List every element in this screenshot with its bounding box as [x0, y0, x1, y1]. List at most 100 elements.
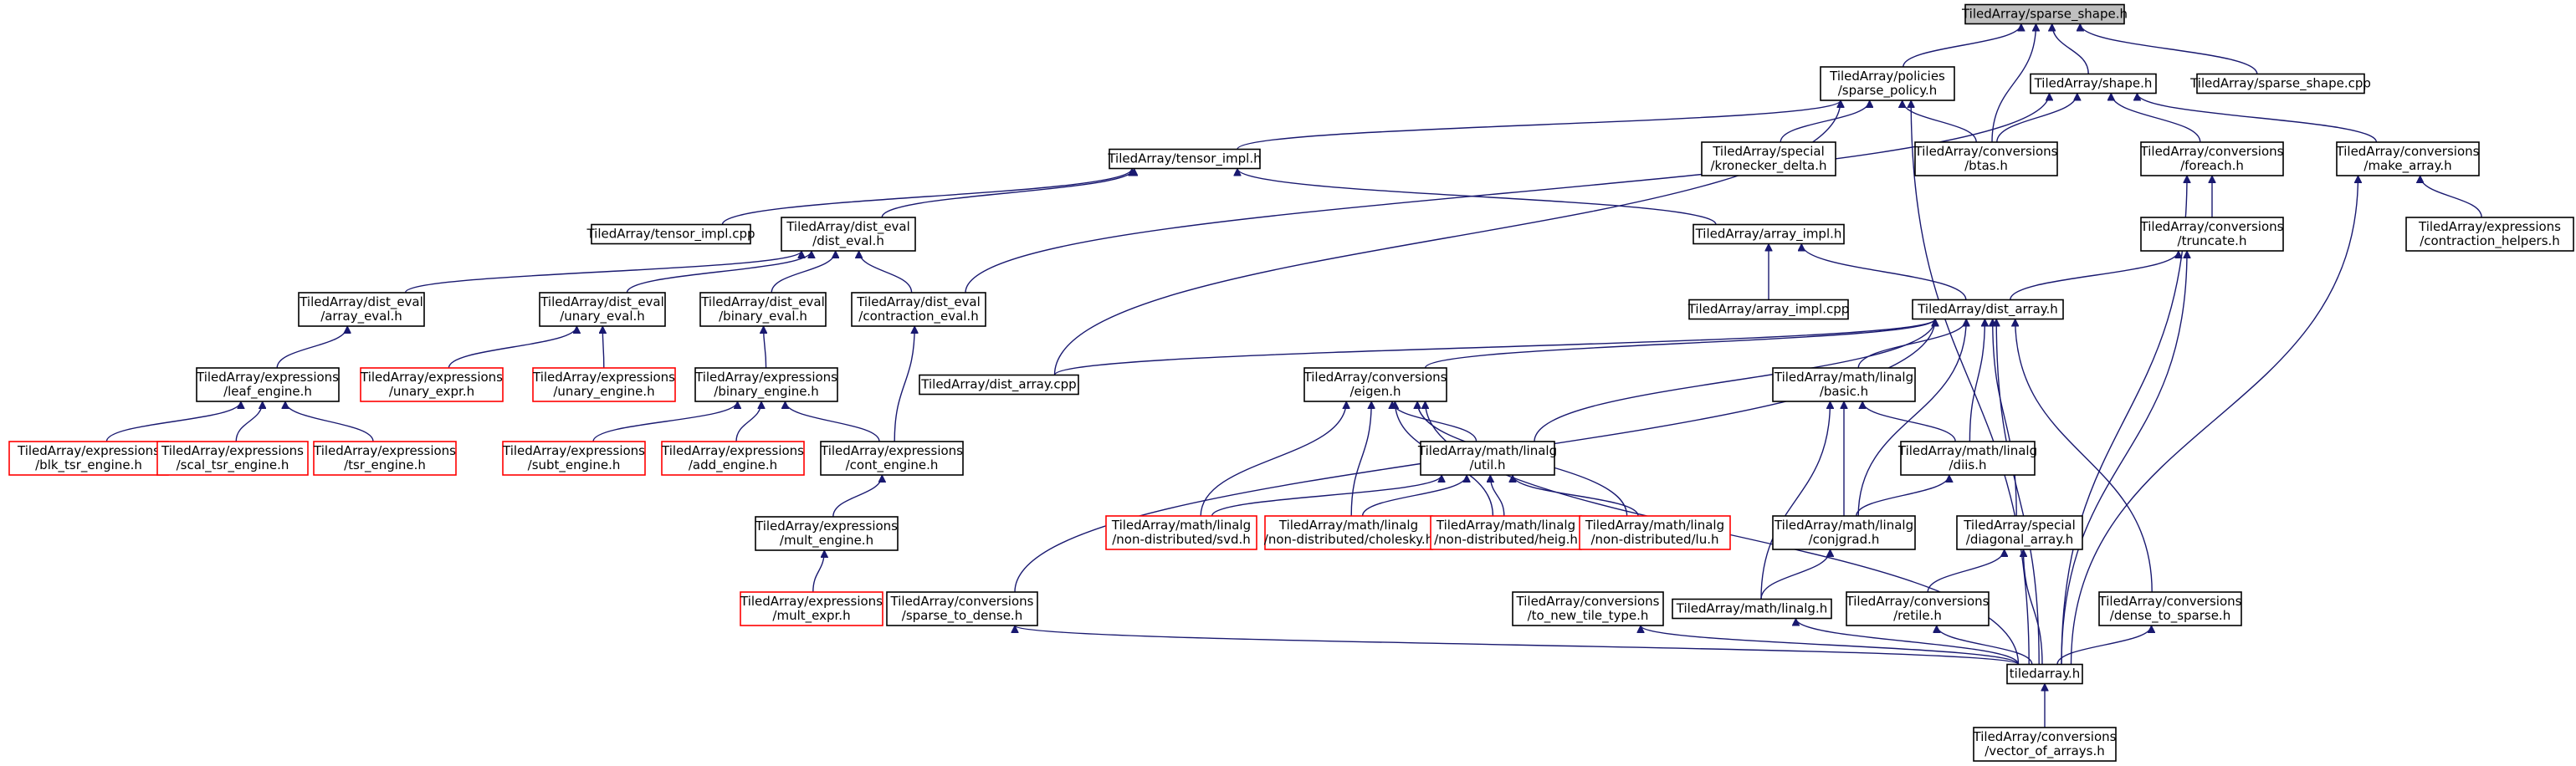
node-label: /binary_engine.h	[714, 384, 818, 400]
node-label: TiledArray/expressions	[17, 443, 160, 458]
node-leaf-engine-h[interactable]: TiledArray/expressions/leaf_engine.h	[196, 367, 340, 402]
node-box	[1914, 141, 2058, 176]
node-sparse-shape-h[interactable]: TiledArray/sparse_shape.h	[1961, 3, 2128, 25]
edge-tiledarray-h-to-make-array-h	[2070, 176, 2358, 665]
node-conjgrad-h[interactable]: TiledArray/math/linalg/conjgrad.h	[1772, 515, 1916, 550]
node-binary-engine-h[interactable]: TiledArray/expressions/binary_engine.h	[694, 367, 838, 402]
node-lu-h[interactable]: TiledArray/math/linalg/non-distributed/l…	[1579, 515, 1731, 550]
node-label: TiledArray/expressions	[755, 518, 898, 534]
node-eigen-h[interactable]: TiledArray/conversions/eigen.h	[1303, 367, 1447, 402]
node-box	[851, 292, 986, 327]
edge-tensor-impl-h-to-sparse-policy-h	[1237, 100, 1841, 151]
edge-binary-engine-h-to-binary-eval-h	[764, 326, 766, 369]
node-box	[2140, 217, 2284, 252]
node-heig-h[interactable]: TiledArray/math/linalg/non-distributed/h…	[1430, 515, 1582, 550]
node-diagonal-array-h[interactable]: TiledArray/special/diagonal_array.h	[1956, 515, 2083, 550]
node-make-array-h[interactable]: TiledArray/conversions/make_array.h	[2336, 141, 2480, 176]
node-btas-h[interactable]: TiledArray/conversions/btas.h	[1914, 141, 2058, 176]
edge-heig-h-to-util-h	[1490, 475, 1505, 517]
node-array-impl-h[interactable]: TiledArray/array_impl.h	[1693, 223, 1845, 245]
node-label: /contraction_helpers.h	[2420, 233, 2560, 249]
node-label: /vector_of_arrays.h	[1984, 743, 2105, 759]
edge-contraction-helpers-h-to-make-array-h	[2420, 175, 2482, 218]
node-label: /non-distributed/heig.h	[1434, 532, 1578, 547]
node-diis-h[interactable]: TiledArray/math/linalg/diis.h	[1897, 441, 2037, 476]
edge-diis-h-to-dist-array-h	[1969, 319, 1984, 442]
node-array-eval-h[interactable]: TiledArray/dist_eval/array_eval.h	[298, 292, 425, 327]
node-label: TiledArray/conversions	[1846, 594, 1990, 609]
node-label: TiledArray/conversions	[2098, 594, 2242, 609]
node-kronecker-delta-h[interactable]: TiledArray/special/kronecker_delta.h	[1701, 141, 1836, 176]
node-label: TiledArray/math/linalg	[1436, 518, 1575, 533]
node-label: /unary_expr.h	[389, 384, 474, 400]
node-to-new-tile-type-h[interactable]: TiledArray/conversions/to_new_tile_type.…	[1512, 591, 1664, 626]
node-box	[1900, 441, 2036, 476]
node-box	[2140, 141, 2284, 176]
node-dist-array-cpp[interactable]: TiledArray/dist_array.cpp	[919, 374, 1079, 396]
node-array-impl-cpp[interactable]: TiledArray/array_impl.cpp	[1687, 299, 1850, 320]
node-binary-eval-h[interactable]: TiledArray/dist_eval/binary_eval.h	[699, 292, 827, 327]
node-unary-expr-h[interactable]: TiledArray/expressions/unary_expr.h	[360, 367, 504, 402]
node-contraction-helpers-h[interactable]: TiledArray/expressions/contraction_helpe…	[2405, 217, 2574, 252]
node-add-engine-h[interactable]: TiledArray/expressions/add_engine.h	[661, 441, 805, 476]
node-tiledarray-h[interactable]: tiledarray.h	[2006, 663, 2083, 685]
node-label: /non-distributed/cholesky.h	[1264, 532, 1433, 547]
node-unary-engine-h[interactable]: TiledArray/expressions/unary_engine.h	[532, 367, 676, 402]
edge-svd-h-to-util-h	[1211, 474, 1442, 517]
node-box	[502, 441, 646, 476]
node-util-h[interactable]: TiledArray/math/linalg/util.h	[1417, 441, 1557, 476]
edge-svd-h-to-eigen-h	[1200, 401, 1346, 517]
node-label: /basic.h	[1820, 384, 1868, 399]
node-label: TiledArray/math/linalg	[1111, 518, 1251, 533]
node-dist-eval-h[interactable]: TiledArray/dist_eval/dist_eval.h	[781, 217, 916, 252]
node-cont-engine-h[interactable]: TiledArray/expressions/cont_engine.h	[820, 441, 964, 476]
node-vector-of-arrays-h[interactable]: TiledArray/conversions/vector_of_arrays.…	[1973, 727, 2117, 762]
node-mult-engine-h[interactable]: TiledArray/expressions/mult_engine.h	[755, 516, 899, 551]
node-linalg-h[interactable]: TiledArray/math/linalg.h	[1672, 598, 1832, 620]
node-retile-h[interactable]: TiledArray/conversions/retile.h	[1846, 591, 1990, 626]
node-label: TiledArray/dist_eval	[700, 294, 825, 310]
node-tensor-impl-h[interactable]: TiledArray/tensor_impl.h	[1107, 148, 1262, 170]
node-label: TiledArray/expressions	[313, 443, 456, 458]
node-sparse-to-dense-h[interactable]: TiledArray/conversions/sparse_to_dense.h	[886, 591, 1038, 626]
node-box	[1846, 591, 1990, 626]
node-box	[1973, 727, 2117, 762]
edge-diagonal-array-h-to-dist-array-h	[1993, 319, 2017, 517]
node-box	[1693, 223, 1845, 245]
node-unary-eval-h[interactable]: TiledArray/dist_eval/unary_eval.h	[539, 292, 666, 327]
node-label: TiledArray/expressions	[661, 443, 804, 458]
node-foreach-h[interactable]: TiledArray/conversions/foreach.h	[2140, 141, 2284, 176]
node-svd-h[interactable]: TiledArray/math/linalg/non-distributed/s…	[1105, 515, 1257, 550]
node-tsr-engine-h[interactable]: TiledArray/expressions/tsr_engine.h	[313, 441, 457, 476]
edge-tiledarray-h-to-truncate-h	[2061, 251, 2187, 665]
node-box	[360, 367, 504, 402]
node-blk-tsr-engine-h[interactable]: TiledArray/expressions/blk_tsr_engine.h	[8, 441, 169, 476]
node-dense-to-sparse-h[interactable]: TiledArray/conversions/dense_to_sparse.h	[2098, 591, 2242, 626]
node-subt-engine-h[interactable]: TiledArray/expressions/subt_engine.h	[502, 441, 646, 476]
node-box	[1772, 367, 1916, 402]
node-shape-h[interactable]: TiledArray/shape.h	[2030, 73, 2157, 94]
node-sparse-shape-cpp[interactable]: TiledArray/sparse_shape.cpp	[2189, 73, 2371, 94]
node-box	[1105, 515, 1257, 550]
edge-linalg-h-to-conjgrad-h	[1760, 549, 1831, 600]
edge-cont-engine-h-to-contraction-eval-h	[894, 326, 914, 442]
edge-array-impl-h-to-tensor-impl-h	[1237, 168, 1717, 225]
edge-conjgrad-h-to-dist-array-h	[1857, 319, 1966, 517]
node-label: TiledArray/expressions	[694, 370, 837, 385]
node-box	[298, 292, 425, 327]
node-basic-h[interactable]: TiledArray/math/linalg/basic.h	[1772, 367, 1916, 402]
node-box	[2336, 141, 2480, 176]
edge-mult-expr-h-to-mult-engine-h	[812, 550, 825, 593]
node-truncate-h[interactable]: TiledArray/conversions/truncate.h	[2140, 217, 2284, 252]
node-cholesky-h[interactable]: TiledArray/math/linalg/non-distributed/c…	[1264, 515, 1433, 550]
node-label: /subt_engine.h	[528, 457, 621, 473]
node-mult-expr-h[interactable]: TiledArray/expressions/mult_expr.h	[740, 591, 883, 626]
node-scal-tsr-engine-h[interactable]: TiledArray/expressions/scal_tsr_engine.h	[156, 441, 309, 476]
node-sparse-policy-h[interactable]: TiledArray/policies/sparse_policy.h	[1820, 66, 1955, 101]
node-tensor-impl-cpp[interactable]: TiledArray/tensor_impl.cpp	[586, 223, 755, 245]
edge-dist-eval-h-to-tensor-impl-h	[881, 168, 1134, 218]
node-dist-array-h[interactable]: TiledArray/dist_array.h	[1912, 299, 2064, 320]
edge-dist-array-h-to-array-impl-h	[1801, 243, 1967, 300]
node-contraction-eval-h[interactable]: TiledArray/dist_eval/contraction_eval.h	[851, 292, 986, 327]
node-label: TiledArray/dist_eval	[786, 219, 910, 235]
